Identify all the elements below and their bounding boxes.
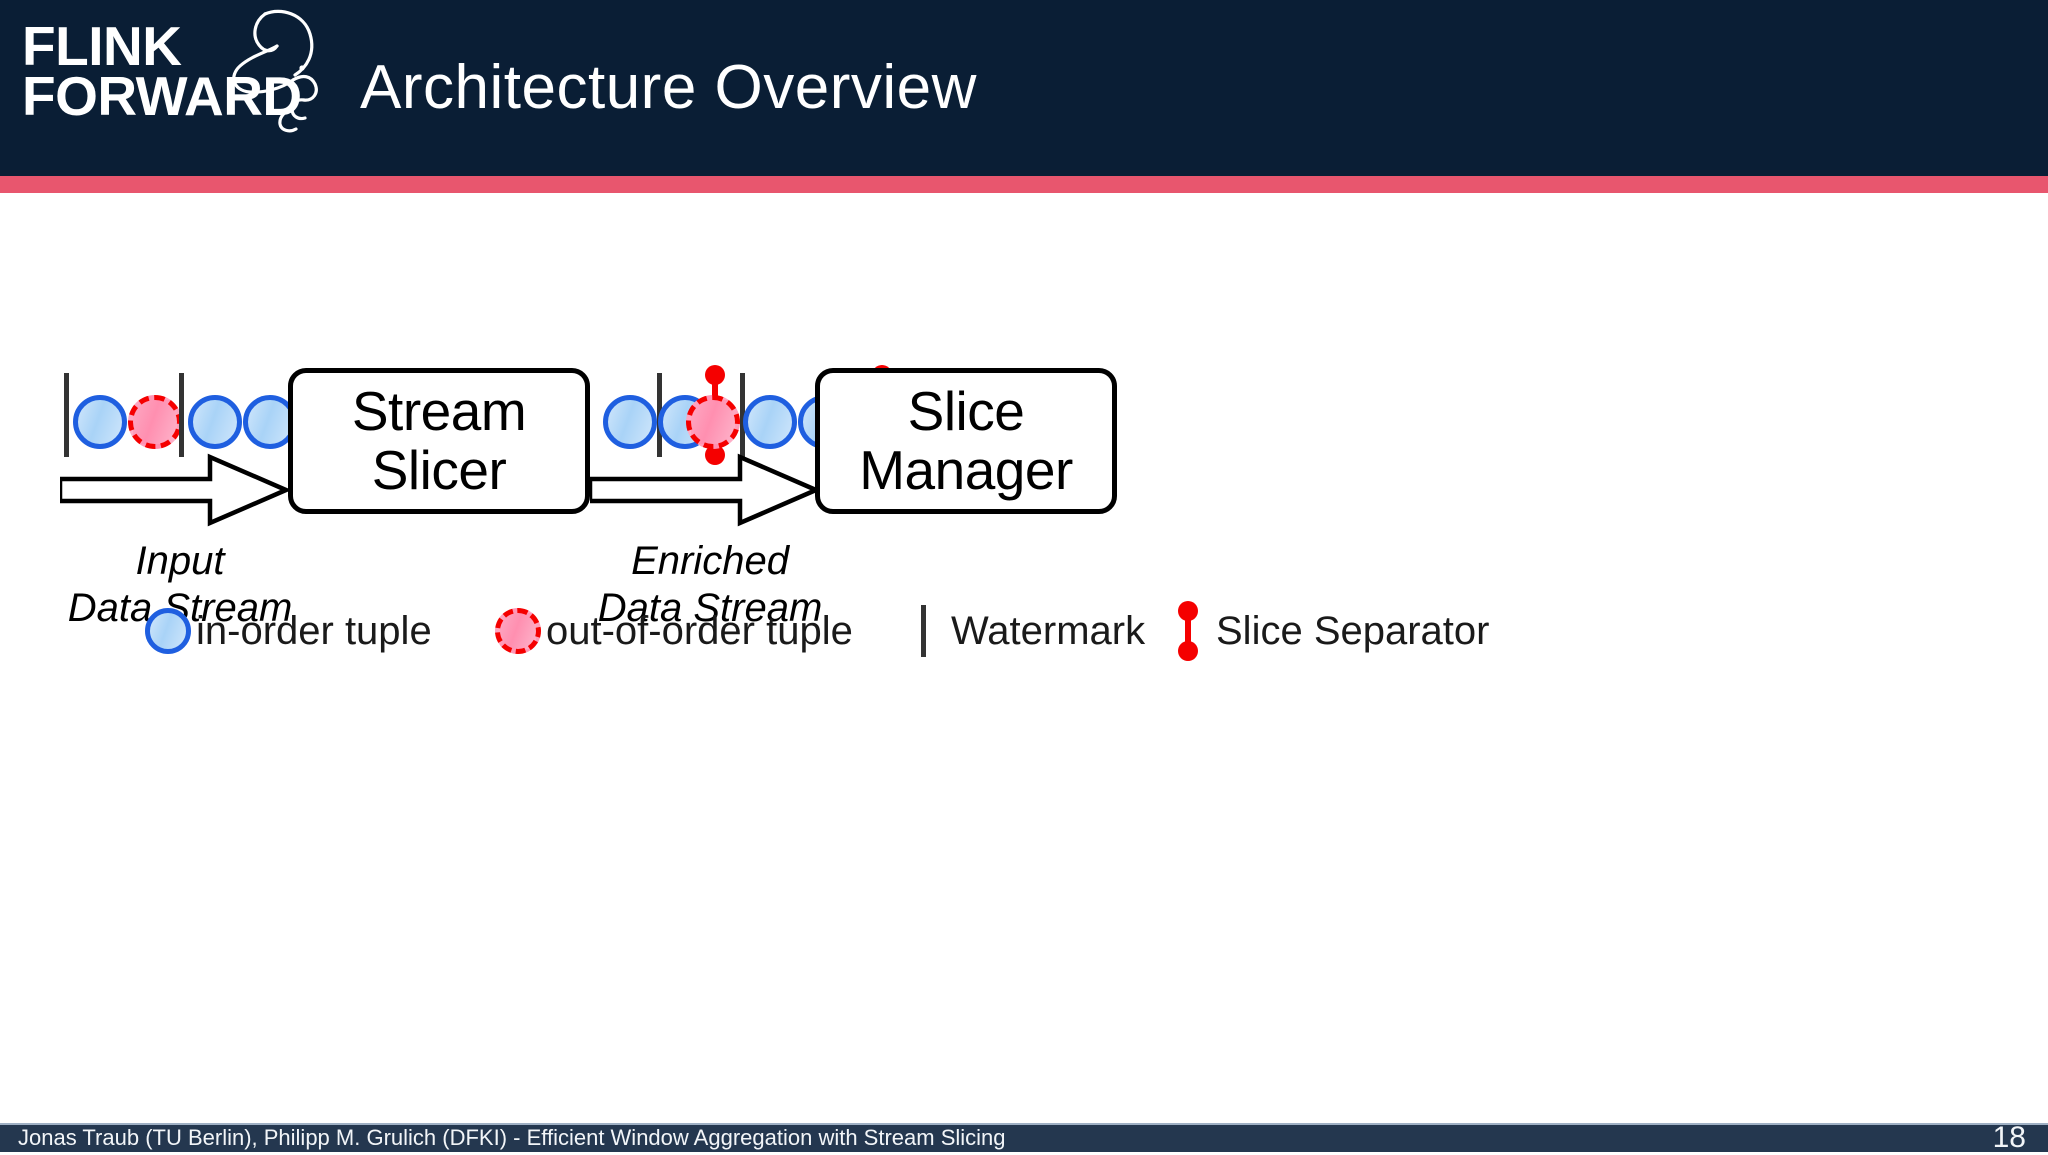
legend-item-out-of-order-tuple: out-of-order tuple [490, 596, 853, 666]
input-in-order-tuple-1 [73, 395, 127, 449]
header-accent-stripe [0, 176, 2048, 193]
enriched-stream-arrow-icon [590, 453, 818, 527]
stream-slicer-box[interactable]: Stream Slicer [288, 368, 590, 514]
slice-separator-icon [1160, 601, 1216, 661]
input-watermark-1 [64, 373, 69, 457]
input-stream-label-line1: Input [135, 539, 225, 583]
diagram-legend: in-order tuple out-of-order tuple Waterm… [140, 596, 1560, 666]
legend-label-watermark: Watermark [951, 608, 1146, 653]
enriched-stream-label-line1: Enriched [631, 539, 789, 583]
slide-body: Stream Slicer Slice Manager Input Data S… [0, 193, 2048, 1123]
legend-item-slice-separator: Slice Separator [1160, 596, 1489, 666]
watermark-tick-icon [895, 605, 951, 657]
enriched-in-order-tuple-3 [743, 395, 797, 449]
input-out-of-order-tuple-1 [128, 395, 182, 449]
input-in-order-tuple-2 [188, 395, 242, 449]
pink-dashed-circle-icon [490, 608, 546, 654]
input-watermark-2 [179, 373, 184, 457]
slice-manager-box[interactable]: Slice Manager [815, 368, 1117, 514]
input-stream-arrow-icon [60, 453, 288, 527]
blue-circle-icon [140, 608, 196, 654]
stream-slicer-label-line2: Slicer [371, 439, 507, 501]
footer-attribution: Jonas Traub (TU Berlin), Philipp M. Grul… [18, 1124, 1006, 1150]
enriched-stream-label: Enriched Data Stream [590, 538, 830, 632]
enriched-stream-label-line2: Data Stream [597, 586, 823, 631]
flink-forward-logo: FLINK FORWARD [22, 8, 342, 138]
enriched-watermark-2 [740, 373, 745, 457]
slice-manager-label-line2: Manager [859, 439, 1073, 501]
legend-item-watermark: Watermark [895, 596, 1145, 666]
enriched-out-of-order-tuple-1 [686, 395, 740, 449]
legend-label-out-of-order-tuple: out-of-order tuple [546, 608, 853, 653]
slice-manager-label-line1: Slice [907, 379, 1025, 442]
page-title: Architecture Overview [360, 53, 977, 122]
footer-background [0, 1123, 2048, 1152]
legend-item-in-order-tuple: in-order tuple [140, 596, 432, 666]
slide-page-number: 18 [1992, 1120, 2026, 1154]
enriched-in-order-tuple-1 [603, 395, 657, 449]
squirrel-icon [232, 9, 318, 133]
footer-divider [0, 1123, 2048, 1125]
logo-wordmark: FLINK FORWARD [22, 15, 302, 127]
legend-label-slice-separator: Slice Separator [1216, 608, 1490, 653]
slide-header: FLINK FORWARD Architecture Overview [0, 0, 2048, 176]
slide-footer: Jonas Traub (TU Berlin), Philipp M. Grul… [0, 1120, 2048, 1154]
stream-slicer-label-line1: Stream [351, 379, 527, 442]
logo-line-1: FLINK [22, 15, 182, 77]
architecture-diagram: Stream Slicer Slice Manager Input Data S… [40, 363, 1960, 883]
legend-label-in-order-tuple: in-order tuple [196, 608, 432, 653]
logo-line-2: FORWARD [22, 64, 302, 127]
